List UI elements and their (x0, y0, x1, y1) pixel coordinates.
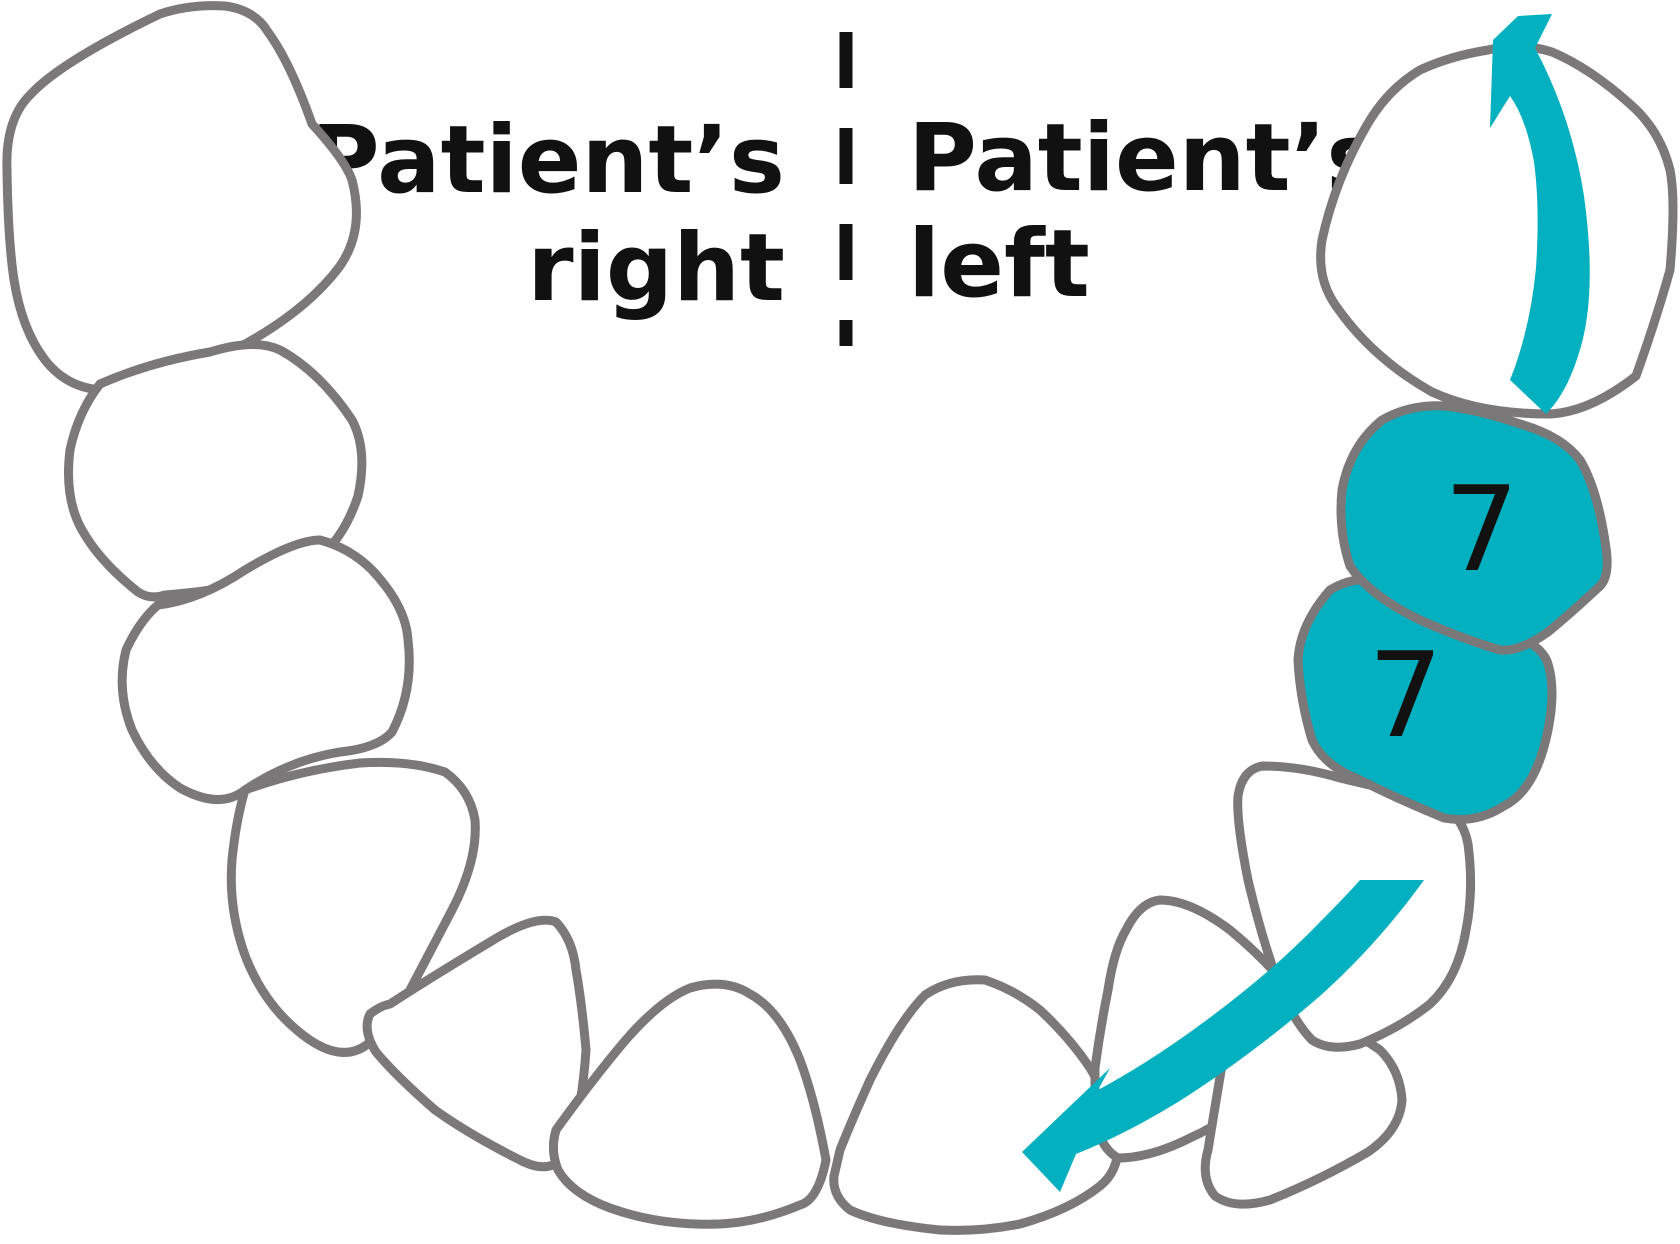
tooth-mark-upper: 7 (1444, 460, 1519, 598)
tooth-left-premolar-2-highlighted (1336, 401, 1612, 655)
patient-left-label-line2: left (908, 210, 1090, 319)
tooth-right-lateral-incisor (548, 979, 831, 1229)
arrow-down-left-icon (1022, 880, 1424, 1192)
patient-right-label-line1: Patient’s (311, 106, 785, 215)
tooth-mark-lower: 7 (1368, 626, 1443, 764)
patient-right-label-line2: right (527, 214, 785, 323)
tooth-right-premolar-2 (117, 535, 414, 804)
tooth-right-molar-3 (2, 1, 361, 395)
patient-left-label-line1: Patient’s (908, 104, 1382, 213)
arrow-up-icon (1490, 14, 1590, 414)
